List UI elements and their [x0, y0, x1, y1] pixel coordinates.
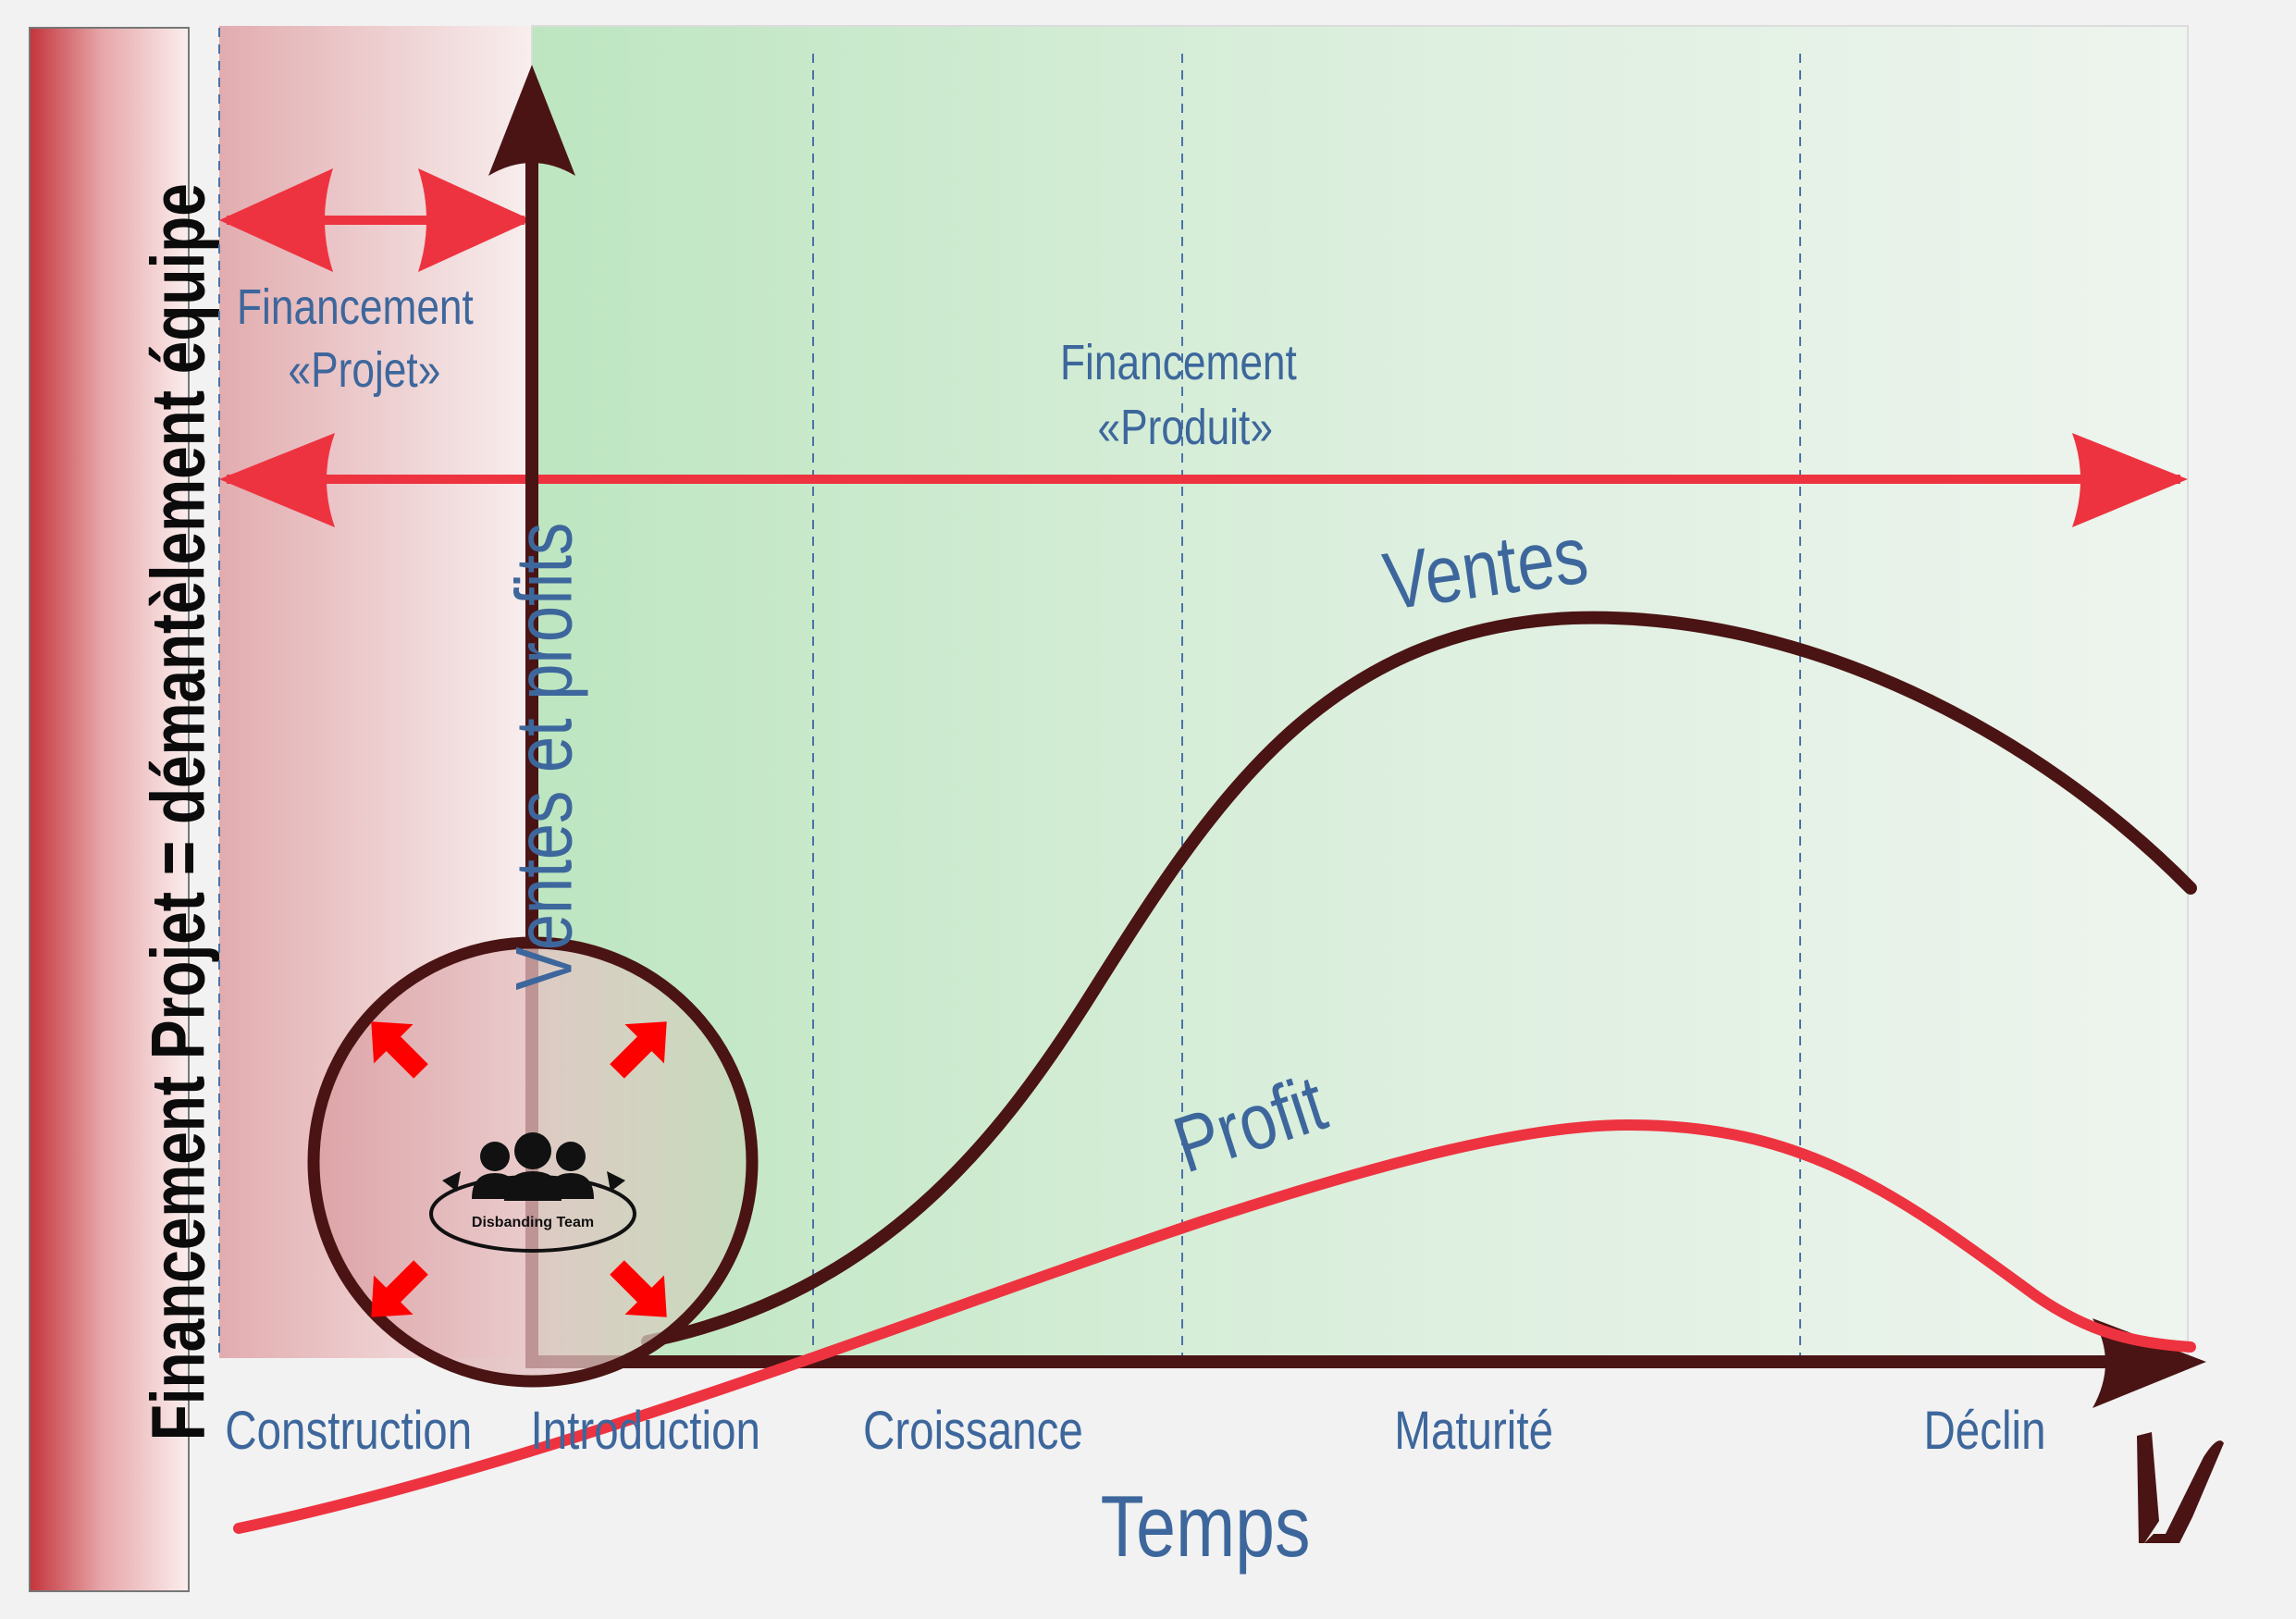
logo-mark-left [2144, 1534, 2170, 1543]
product-funding-label-line1: Financement [1060, 335, 1297, 390]
product-funding-zone [531, 25, 2189, 1359]
phase-label-introduction: Introduction [531, 1402, 760, 1462]
arrow-up-right-icon [610, 1021, 667, 1079]
phase-label-croissance: Croissance [863, 1402, 1083, 1462]
ring-arrow-icon [442, 1171, 461, 1192]
y-axis-arrow-icon [488, 65, 575, 176]
team-people-icon [442, 1132, 625, 1201]
project-funding-label-line2: «Projet» [288, 342, 440, 398]
logo-mark-right [2161, 1440, 2224, 1543]
profit-curve [233, 1118, 2196, 1534]
phase-label-maturite: Maturité [1394, 1402, 1553, 1462]
arrow-up-left-icon [371, 1021, 428, 1079]
phase-label-construction: Construction [225, 1402, 472, 1462]
sales-curve [641, 611, 2197, 1348]
arrow-head-left-icon [219, 433, 335, 527]
x-axis-label: Temps [1101, 1478, 1311, 1576]
team-badge-label: Disbanding Team [472, 1215, 594, 1230]
side-title-band [29, 27, 190, 1592]
arrow-down-left-icon [371, 1260, 428, 1317]
arrow-head-right-icon [418, 168, 532, 272]
person-head [514, 1132, 551, 1169]
arrow-head-right-icon [2072, 433, 2188, 527]
y-axis-label: Ventes et profits [500, 523, 588, 991]
project-funding-label-line1: Financement [237, 279, 474, 335]
product-funding-label-line2: «Produit» [1097, 400, 1272, 455]
person-body [504, 1171, 562, 1201]
phase-dividers [218, 28, 1801, 1358]
project-funding-arrow [219, 168, 532, 272]
arrow-head-left-icon [219, 168, 333, 272]
brand-logo [2137, 1432, 2224, 1543]
expand-arrows-icon [371, 1021, 667, 1317]
phase-label-declin: Déclin [1923, 1402, 2045, 1462]
arrow-down-right-icon [610, 1260, 667, 1317]
product-funding-arrow [219, 433, 2188, 527]
person-head [556, 1142, 586, 1171]
person-head [480, 1142, 510, 1171]
team-disbanding-badge: Disbanding Team [307, 936, 759, 1388]
ring-arrow-icon [607, 1171, 625, 1192]
logo-mark-left [2137, 1432, 2159, 1543]
side-title: Financement Projet = démantèlement équip… [135, 183, 221, 1440]
